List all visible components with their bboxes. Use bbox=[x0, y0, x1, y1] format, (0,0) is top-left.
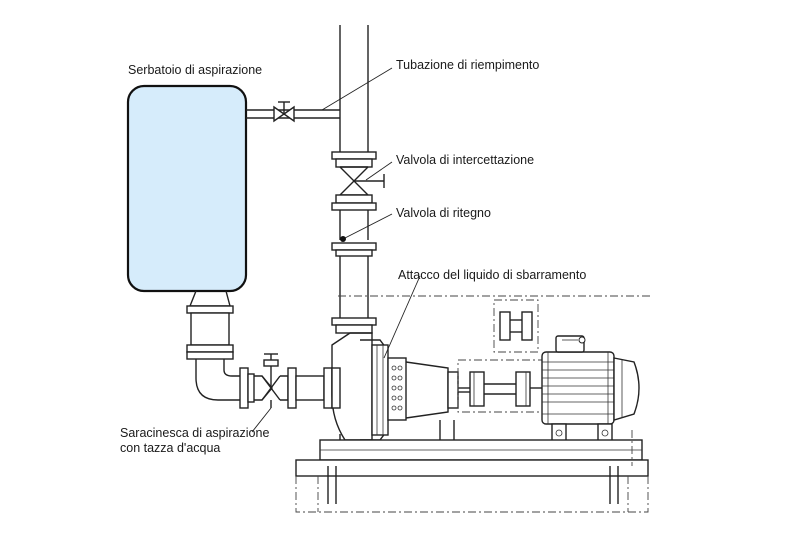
label-shutoff-valve: Valvola di intercettazione bbox=[396, 153, 535, 167]
leader-lines bbox=[251, 67, 421, 433]
base-plate bbox=[295, 420, 649, 477]
foundation bbox=[295, 295, 650, 513]
label-suction-gate-line1: Saracinesca di aspirazione bbox=[120, 426, 270, 440]
suction-elbow bbox=[195, 359, 240, 401]
fill-pipe bbox=[246, 101, 340, 123]
discharge-pipe-lower bbox=[331, 256, 377, 334]
check-valve bbox=[331, 210, 377, 257]
seal-ports bbox=[391, 365, 403, 411]
discharge-pipe-upper bbox=[339, 25, 369, 152]
label-check-valve: Valvola di ritegno bbox=[396, 206, 491, 220]
suction-tank bbox=[126, 84, 248, 293]
suction-gate-valve bbox=[239, 353, 333, 409]
label-barrier-fluid: Attacco del liquido di sbarramento bbox=[398, 268, 587, 282]
electric-motor bbox=[530, 335, 640, 443]
pump-casing bbox=[331, 332, 470, 450]
coupling-guard bbox=[457, 359, 543, 413]
label-suction-gate-line2: con tazza d'acqua bbox=[120, 441, 221, 455]
label-suction-tank: Serbatoio di aspirazione bbox=[128, 63, 263, 77]
tank-outlet-nozzle bbox=[186, 290, 234, 360]
label-fill-pipe: Tubazione di riempimento bbox=[396, 58, 540, 72]
shutoff-valve bbox=[331, 151, 385, 211]
coupling-detail-inset bbox=[493, 299, 539, 353]
